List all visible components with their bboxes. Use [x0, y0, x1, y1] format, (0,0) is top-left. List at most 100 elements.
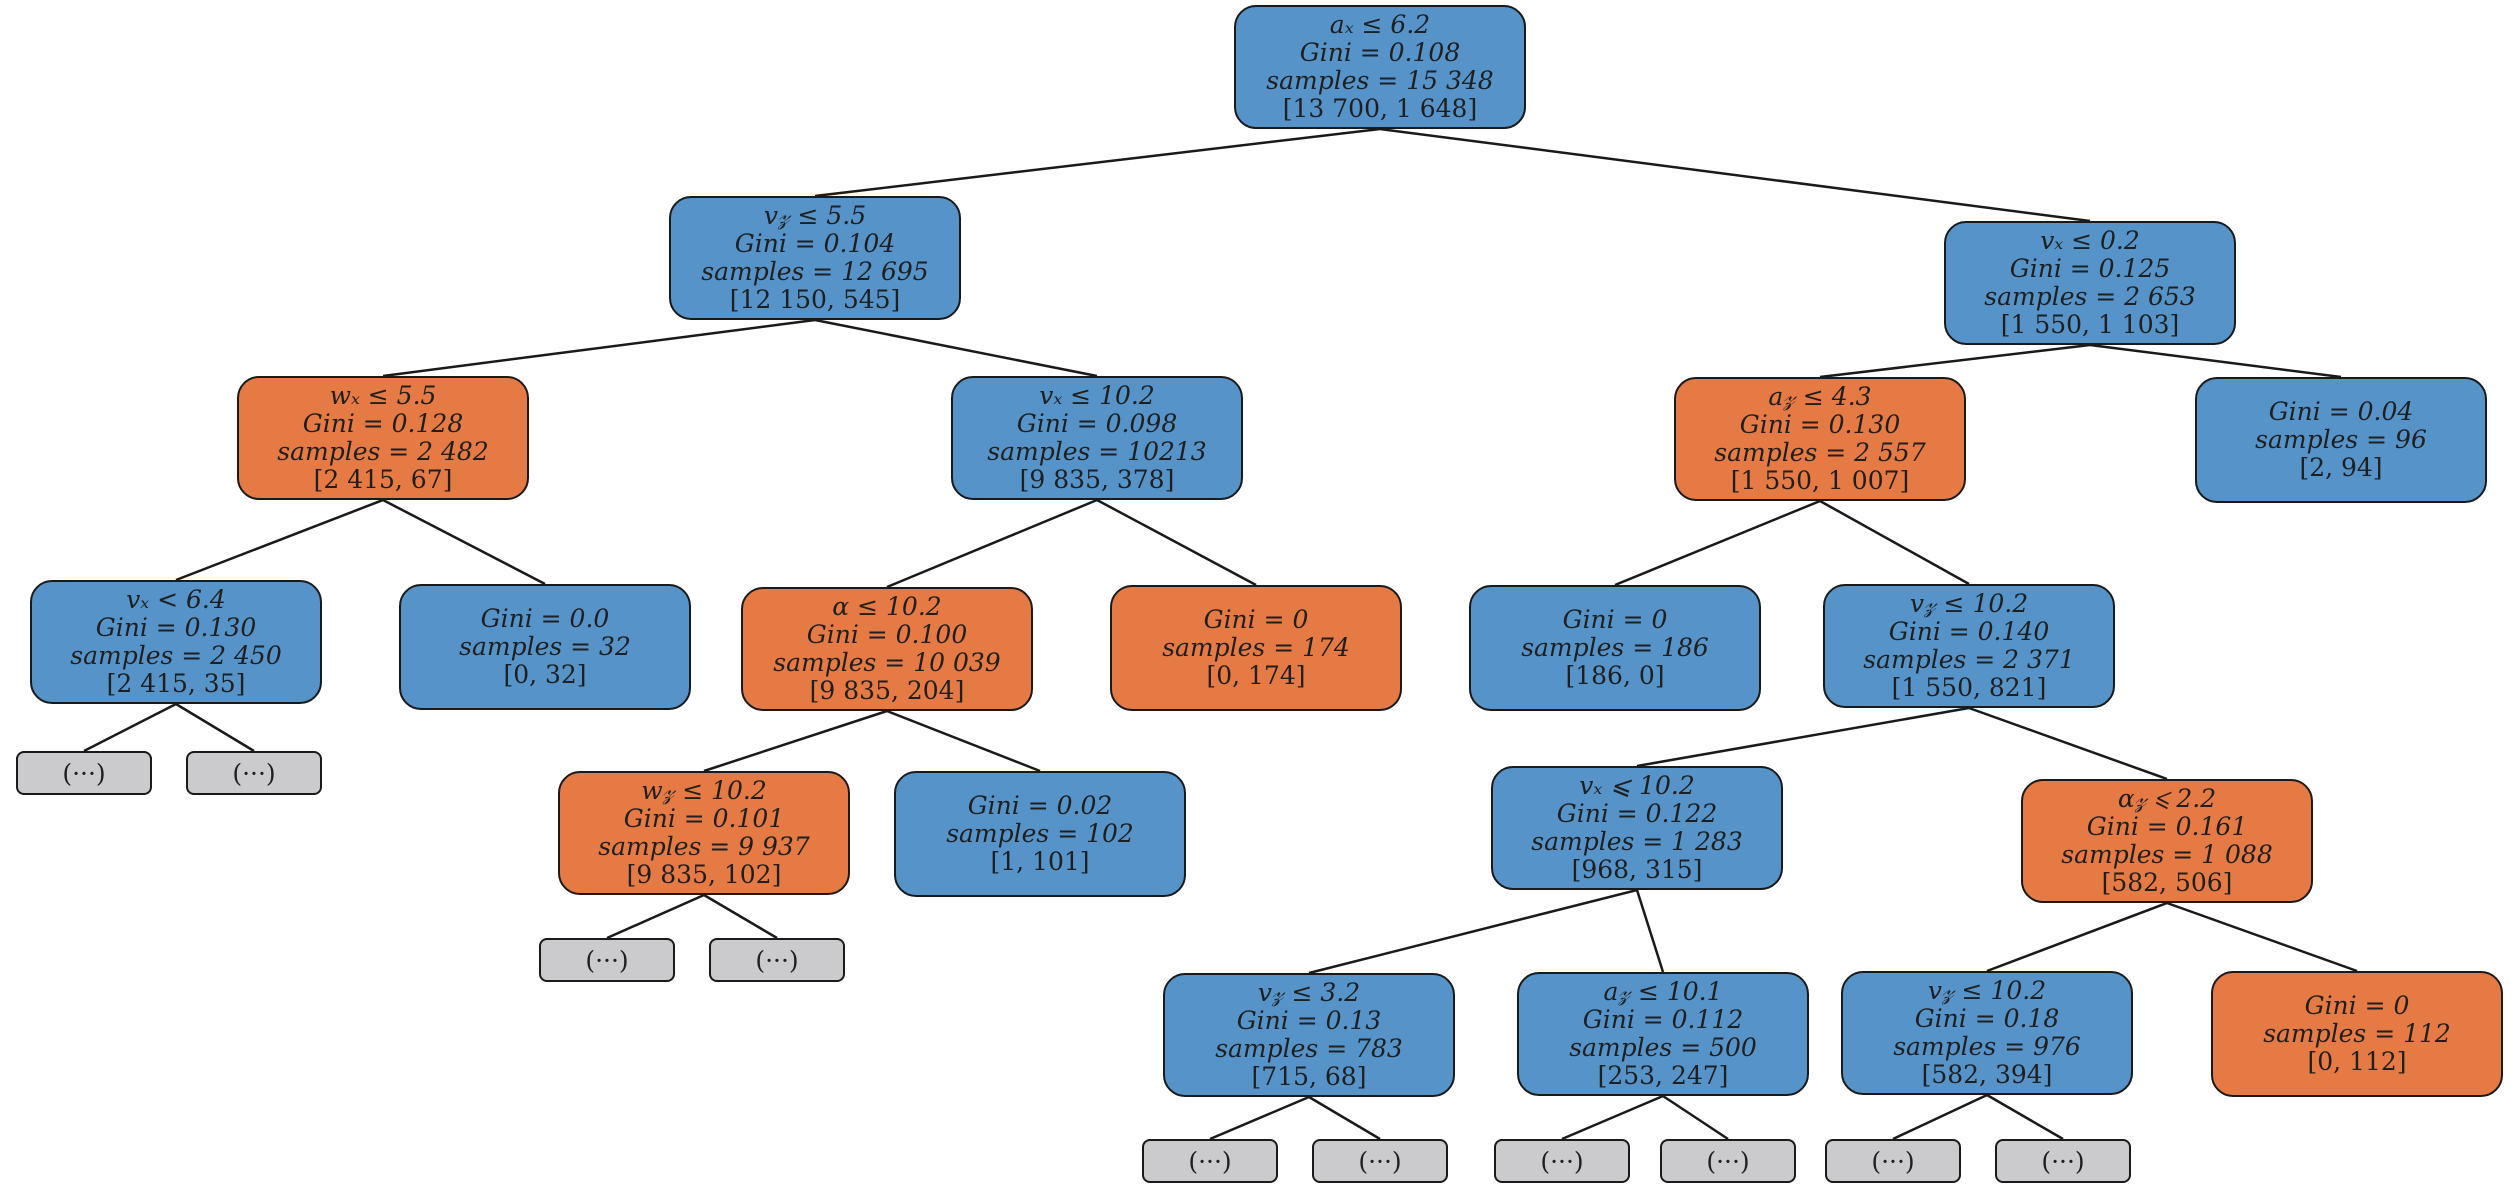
tree-edge	[1819, 499, 1970, 586]
node-condition: v𝓏 ≤ 10.2	[1927, 976, 2047, 1005]
tree-edge	[1209, 1095, 1310, 1141]
tree-edge	[382, 498, 546, 586]
truncated-subtree: (···)	[1995, 1139, 2131, 1183]
node-gini: Gini = 0.108	[1299, 38, 1461, 67]
node-gini: Gini = 0.130	[1739, 410, 1901, 439]
node-gini: Gini = 0.100	[806, 620, 968, 649]
node-value: [582, 506]	[2101, 868, 2233, 897]
truncated-subtree: (···)	[709, 938, 845, 982]
truncated-subtree: (···)	[1494, 1139, 1630, 1183]
node-samples: samples = 174	[1162, 633, 1350, 662]
node-gini: Gini = 0	[1203, 605, 1309, 634]
node-samples: samples = 1 088	[2061, 840, 2273, 869]
node-condition: v𝓏 ≤ 3.2	[1257, 978, 1361, 1007]
tree-edge	[703, 709, 888, 773]
tree-leaf-samples-112: Gini = 0 samples = 112 [0, 112]	[2211, 971, 2503, 1097]
ellipsis-label: (···)	[1358, 1146, 1402, 1176]
tree-node-vx-6-4: vₓ < 6.4 Gini = 0.130 samples = 2 450 [2…	[30, 580, 322, 704]
tree-node-root: aₓ ≤ 6.2 Gini = 0.108 samples = 15 348 […	[1234, 5, 1526, 129]
ellipsis-label: (···)	[1188, 1146, 1232, 1176]
node-samples: samples = 102	[946, 819, 1134, 848]
node-samples: samples = 10213	[987, 437, 1207, 466]
tree-edge	[175, 702, 255, 753]
tree-edge	[1379, 127, 2091, 223]
node-value: [13 700, 1 648]	[1282, 94, 1478, 123]
tree-node-wx-5-5: wₓ ≤ 5.5 Gini = 0.128 samples = 2 482 [2…	[237, 376, 529, 500]
node-gini: Gini = 0.112	[1582, 1005, 1744, 1034]
ellipsis-label: (···)	[755, 945, 799, 975]
node-gini: Gini = 0.04	[2268, 397, 2414, 426]
node-condition: vₓ < 6.4	[126, 585, 226, 614]
tree-edge	[814, 127, 1381, 198]
node-value: [9 835, 378]	[1019, 465, 1175, 494]
tree-node-az-4-3: a𝓏 ≤ 4.3 Gini = 0.130 samples = 2 557 [1…	[1674, 377, 1966, 501]
node-value: [9 835, 102]	[626, 860, 782, 889]
node-samples: samples = 32	[459, 632, 631, 661]
tree-edge	[1819, 343, 2091, 379]
node-condition: vₓ ≤ 0.2	[2040, 226, 2140, 255]
node-gini: Gini = 0.122	[1556, 799, 1718, 828]
node-value: [1, 101]	[990, 847, 1090, 876]
tree-edge	[1561, 1094, 1664, 1141]
ellipsis-label: (···)	[62, 758, 106, 788]
node-value: [1 550, 1 103]	[2000, 310, 2180, 339]
tree-edge	[175, 498, 384, 582]
node-value: [12 150, 545]	[729, 285, 901, 314]
truncated-subtree: (···)	[16, 751, 152, 795]
node-gini: Gini = 0.125	[2009, 254, 2171, 283]
tree-edge	[2089, 343, 2342, 379]
tree-edge	[1892, 1093, 1988, 1141]
tree-leaf-samples-102: Gini = 0.02 samples = 102 [1, 101]	[894, 771, 1186, 897]
tree-edge	[606, 893, 705, 940]
node-samples: samples = 96	[2255, 425, 2427, 454]
tree-node-vz-5-5: v𝓏 ≤ 5.5 Gini = 0.104 samples = 12 695 […	[669, 196, 961, 320]
truncated-subtree: (···)	[1312, 1139, 1448, 1183]
node-gini: Gini = 0.0	[480, 604, 610, 633]
node-gini: Gini = 0.18	[1914, 1004, 2060, 1033]
node-value: [715, 68]	[1251, 1062, 1367, 1091]
node-value: [968, 315]	[1571, 855, 1703, 884]
node-gini: Gini = 0.098	[1016, 409, 1178, 438]
node-gini: Gini = 0.128	[302, 409, 464, 438]
node-condition: a𝓏 ≤ 10.1	[1603, 977, 1723, 1006]
node-condition: a𝓏 ≤ 4.3	[1768, 382, 1872, 411]
node-value: [0, 32]	[503, 660, 587, 689]
node-samples: samples = 10 039	[773, 648, 1001, 677]
truncated-subtree: (···)	[1142, 1139, 1278, 1183]
tree-node-alpha-10-2: α ≤ 10.2 Gini = 0.100 samples = 10 039 […	[741, 587, 1033, 711]
node-samples: samples = 186	[1521, 633, 1709, 662]
node-value: [186, 0]	[1565, 661, 1665, 690]
truncated-subtree: (···)	[1825, 1139, 1961, 1183]
tree-edge	[1636, 706, 1970, 768]
node-condition: v𝓏 ≤ 5.5	[763, 201, 867, 230]
tree-edge	[1308, 1095, 1381, 1141]
tree-edge	[382, 318, 816, 378]
truncated-subtree: (···)	[186, 751, 322, 795]
tree-edge	[886, 709, 1041, 773]
node-samples: samples = 12 695	[701, 257, 929, 286]
node-gini: Gini = 0.13	[1236, 1006, 1382, 1035]
node-value: [253, 247]	[1597, 1061, 1729, 1090]
tree-edge	[83, 702, 177, 753]
tree-edge	[814, 318, 1098, 378]
tree-node-vz-3-2: v𝓏 ≤ 3.2 Gini = 0.13 samples = 783 [715,…	[1163, 973, 1455, 1097]
node-condition: v𝓏 ≤ 10.2	[1909, 589, 2029, 618]
tree-leaf-samples-174: Gini = 0 samples = 174 [0, 174]	[1110, 585, 1402, 711]
tree-node-vz-10-2-b: v𝓏 ≤ 10.2 Gini = 0.18 samples = 976 [582…	[1841, 971, 2133, 1095]
tree-edge	[1096, 498, 1257, 587]
tree-node-vz-10-2: v𝓏 ≤ 10.2 Gini = 0.140 samples = 2 371 […	[1823, 584, 2115, 708]
node-samples: samples = 15 348	[1266, 66, 1494, 95]
ellipsis-label: (···)	[1871, 1146, 1915, 1176]
node-condition: wₓ ≤ 5.5	[329, 381, 437, 410]
node-gini: Gini = 0.02	[967, 791, 1113, 820]
node-condition: aₓ ≤ 6.2	[1329, 10, 1431, 39]
tree-edge	[1614, 499, 1821, 587]
node-value: [0, 112]	[2307, 1047, 2407, 1076]
node-gini: Gini = 0	[2304, 991, 2410, 1020]
node-samples: samples = 2 450	[70, 641, 282, 670]
node-samples: samples = 500	[1569, 1033, 1757, 1062]
node-samples: samples = 9 937	[598, 832, 810, 861]
node-gini: Gini = 0.104	[734, 229, 896, 258]
